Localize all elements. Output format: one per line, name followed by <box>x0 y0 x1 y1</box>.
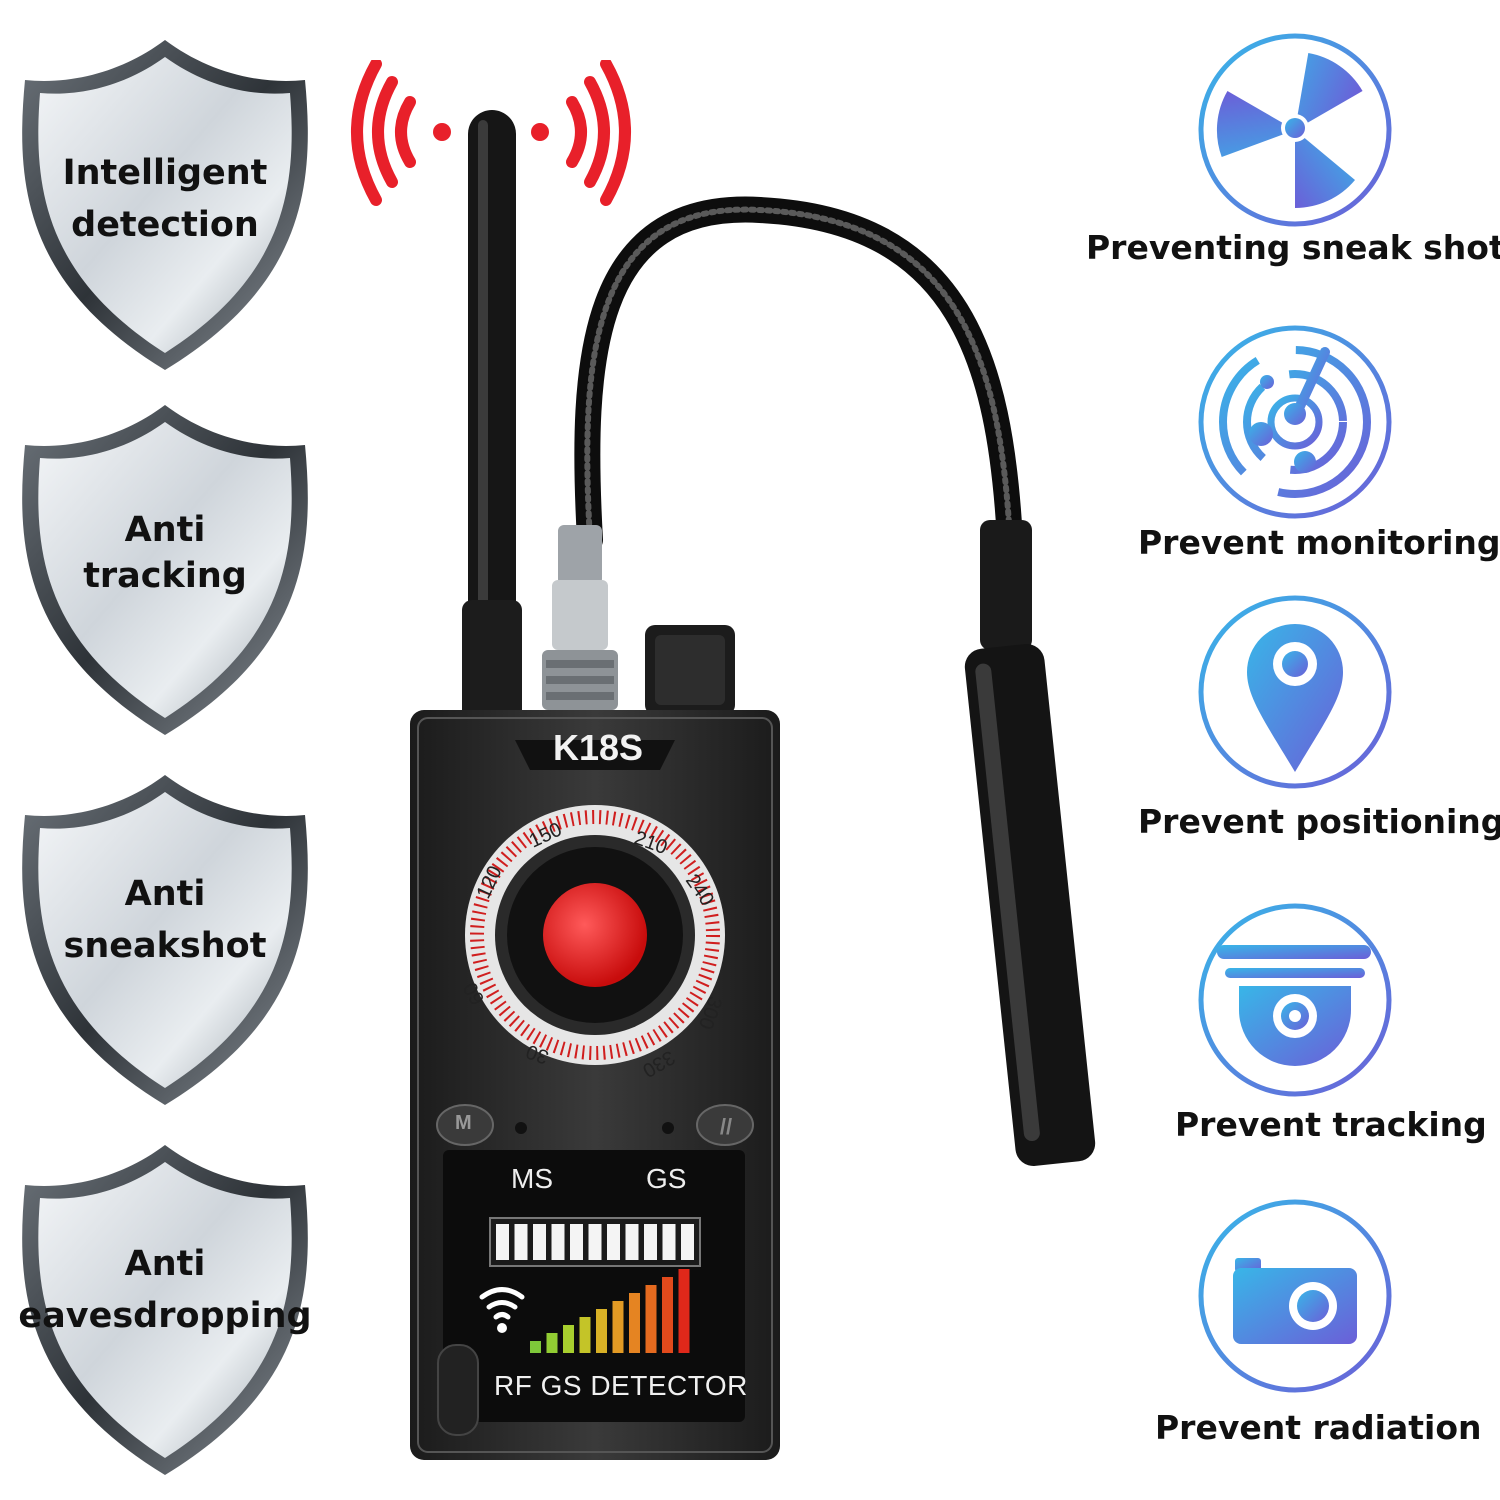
mode-button[interactable] <box>436 1104 494 1146</box>
segment <box>588 1224 602 1260</box>
dome-camera-icon <box>1198 903 1392 1097</box>
shield-icon <box>22 1145 308 1475</box>
level-bar <box>579 1317 591 1353</box>
shield-intelligent-detection: Intelligent detection <box>5 35 325 375</box>
screen-caption: RF GS DETECTOR <box>494 1370 748 1401</box>
camera-lens-dial <box>465 805 725 1065</box>
mode-button-label: M <box>455 1112 472 1134</box>
indicator-led <box>515 1122 527 1134</box>
shield-icon <box>22 775 308 1105</box>
level-bar <box>629 1293 640 1353</box>
camera-icon <box>1198 1199 1392 1393</box>
side-switch[interactable] <box>437 1344 479 1436</box>
segment <box>514 1224 528 1260</box>
model-label: K18S <box>553 727 644 768</box>
shield-label-line1: Anti <box>124 874 206 914</box>
level-bar <box>678 1269 690 1353</box>
gooseneck-probe <box>574 196 1096 1166</box>
segment <box>625 1224 639 1260</box>
signal-level-bars <box>530 1269 690 1353</box>
level-bar <box>645 1285 657 1353</box>
level-bar <box>662 1277 673 1353</box>
red-lens <box>543 883 647 987</box>
shield-label-line2: tracking <box>83 556 247 596</box>
vibrate-button[interactable] <box>696 1104 754 1146</box>
feature-label: Prevent radiation <box>1155 1408 1482 1447</box>
shield-anti-sneakshot: Anti sneakshot <box>5 770 325 1110</box>
radar-icon <box>1198 325 1392 519</box>
segment <box>644 1224 657 1260</box>
feature-label: Prevent positioning <box>1138 802 1500 841</box>
detector-device: 150 210 240 300 330 30 60 120 // <box>351 60 1096 1460</box>
control-knob[interactable] <box>645 625 735 715</box>
segment <box>662 1224 676 1260</box>
antenna <box>462 110 522 720</box>
feature-label: Prevent monitoring <box>1138 523 1500 562</box>
signal-waves-icon <box>351 60 631 206</box>
screen-ms-label: MS <box>511 1163 553 1194</box>
shield-anti-eavesdropping: Anti eavesdropping <box>5 1140 325 1480</box>
vibrate-icon: // <box>720 1114 732 1139</box>
signal-segment-bar <box>489 1217 701 1267</box>
segment <box>570 1224 583 1260</box>
level-bar <box>530 1341 541 1353</box>
level-bar <box>546 1333 558 1353</box>
level-bar <box>612 1301 624 1353</box>
shield-label-line1: Anti <box>124 1244 206 1284</box>
shield-label-line1: Anti <box>124 510 206 550</box>
shield-label-line2: detection <box>71 205 259 245</box>
screen-gs-label: GS <box>646 1163 687 1194</box>
feature-label: Prevent tracking <box>1175 1105 1487 1144</box>
location-pin-icon <box>1198 595 1392 789</box>
shield-anti-tracking: Anti tracking <box>5 400 325 740</box>
shield-icon <box>22 405 308 735</box>
segment <box>607 1224 620 1260</box>
shield-label-line1: Intelligent <box>62 153 268 193</box>
feature-label: Preventing sneak shots <box>1086 228 1500 267</box>
shield-label-line2: eavesdropping <box>18 1296 312 1336</box>
segment <box>533 1224 546 1260</box>
radiation-icon <box>1198 33 1392 227</box>
segment <box>681 1224 694 1260</box>
wifi-icon <box>479 1287 525 1333</box>
segment <box>496 1224 509 1260</box>
shield-label-line2: sneakshot <box>63 926 267 966</box>
level-bar <box>563 1325 574 1353</box>
segment <box>551 1224 565 1260</box>
shield-icon <box>22 40 308 370</box>
level-bar <box>596 1309 607 1353</box>
indicator-led <box>662 1122 674 1134</box>
sma-connector <box>542 525 618 710</box>
